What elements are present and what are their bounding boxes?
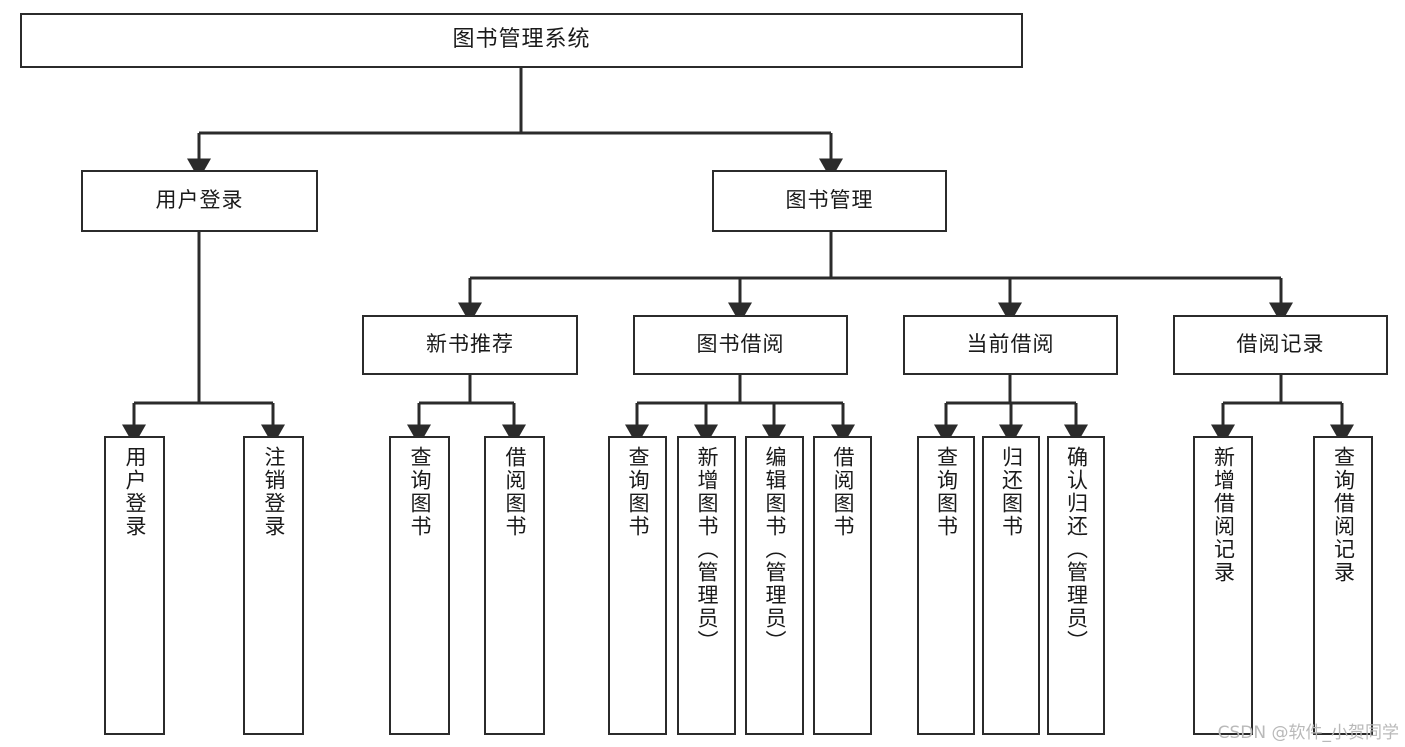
node-label: 注销登录	[261, 446, 286, 538]
leaf-current-query-book[interactable]: 查询图书	[917, 436, 975, 735]
node-new-book-recommend[interactable]: 新书推荐	[362, 315, 578, 375]
node-borrow-record[interactable]: 借阅记录	[1173, 315, 1388, 375]
node-label: 用户登录	[155, 188, 244, 213]
node-label: 图书管理系统	[452, 27, 591, 53]
node-label: 新增图书（管理员）	[694, 446, 719, 653]
node-label: 借阅图书	[502, 446, 527, 538]
leaf-new-book-query[interactable]: 查询图书	[389, 436, 450, 735]
node-label: 查询借阅记录	[1331, 446, 1356, 584]
node-label: 归还图书	[999, 446, 1024, 538]
node-current-borrow[interactable]: 当前借阅	[903, 315, 1118, 375]
node-user-login[interactable]: 用户登录	[81, 170, 318, 232]
leaf-borrow-edit-book[interactable]: 编辑图书（管理员）	[745, 436, 804, 735]
node-label: 查询图书	[625, 446, 650, 538]
leaf-borrow-query-book[interactable]: 查询图书	[608, 436, 667, 735]
node-label: 确认归还（管理员）	[1064, 446, 1089, 653]
node-label: 新书推荐	[426, 332, 514, 357]
leaf-user-login-login[interactable]: 用户登录	[104, 436, 165, 735]
leaf-user-login-logout[interactable]: 注销登录	[243, 436, 304, 735]
node-label: 借阅图书	[830, 446, 855, 538]
leaf-borrow-borrow-book[interactable]: 借阅图书	[813, 436, 872, 735]
node-label: 查询图书	[407, 446, 432, 538]
node-book-borrow[interactable]: 图书借阅	[633, 315, 848, 375]
csdn-watermark: CSDN @软件_小贺同学	[1217, 723, 1399, 743]
leaf-record-query[interactable]: 查询借阅记录	[1313, 436, 1373, 735]
leaf-current-confirm-return[interactable]: 确认归还（管理员）	[1047, 436, 1105, 735]
node-label: 查询图书	[934, 446, 959, 538]
leaf-record-add[interactable]: 新增借阅记录	[1193, 436, 1253, 735]
leaf-current-return-book[interactable]: 归还图书	[982, 436, 1040, 735]
node-label: 当前借阅	[966, 332, 1055, 357]
node-label: 图书借阅	[696, 332, 785, 357]
node-label: 借阅记录	[1236, 332, 1325, 357]
leaf-borrow-add-book[interactable]: 新增图书（管理员）	[677, 436, 736, 735]
leaf-new-book-borrow[interactable]: 借阅图书	[484, 436, 545, 735]
node-root-system[interactable]: 图书管理系统	[20, 13, 1023, 68]
node-label: 用户登录	[122, 446, 147, 538]
node-book-management[interactable]: 图书管理	[712, 170, 947, 232]
node-label: 新增借阅记录	[1211, 446, 1236, 584]
node-label: 编辑图书（管理员）	[762, 446, 787, 653]
node-label: 图书管理	[785, 188, 874, 213]
